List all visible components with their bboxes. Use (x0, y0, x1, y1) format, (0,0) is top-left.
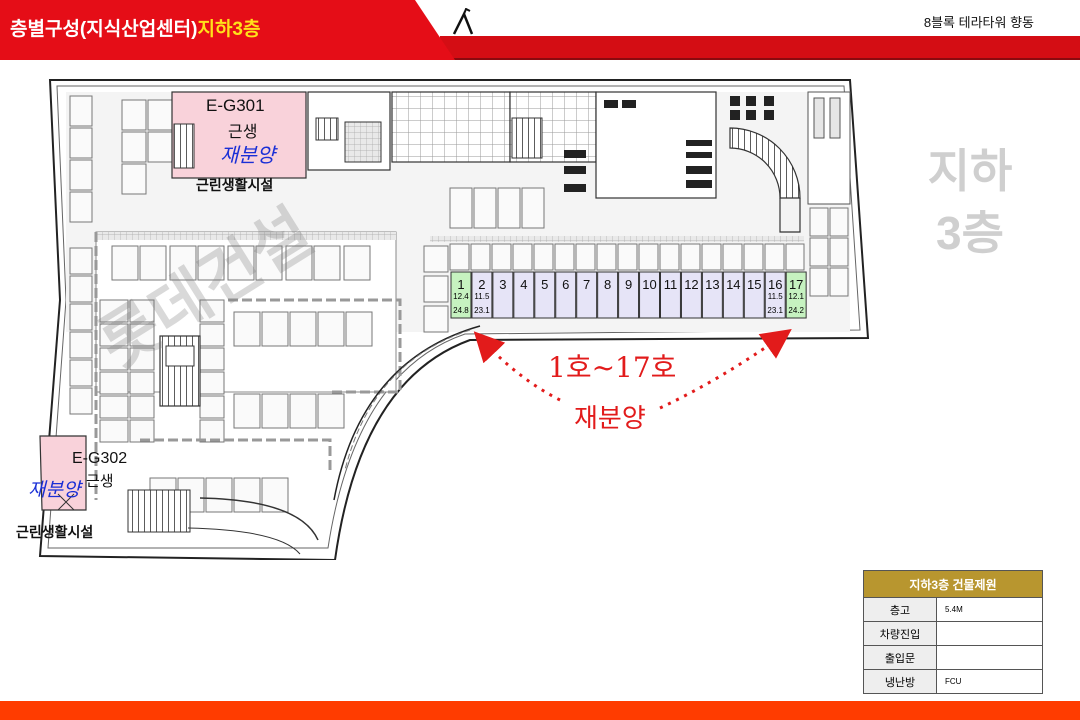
unit-7-box (576, 271, 598, 319)
spec-value (936, 645, 1043, 670)
page-title-floor: 지하3층 (197, 19, 261, 40)
spec-label: 차량진입 (863, 621, 937, 646)
shop-e-g302-caption: 근린생활시설 (16, 524, 94, 540)
north-arrow-icon (452, 8, 474, 35)
floor-label-line2: 3층 (936, 207, 1004, 259)
unit-15-box (743, 271, 765, 319)
unit-2-number: 2 (478, 277, 485, 292)
unit-16-area-a: 11.5 (768, 292, 784, 301)
unit-9-number: 9 (625, 277, 632, 292)
unit-2-box (471, 271, 493, 319)
unit-5-box (534, 271, 556, 319)
unit-1-area-b: 24.8 (453, 306, 469, 315)
shop-e-g301-use: 근생 (228, 124, 258, 141)
header-rule (430, 58, 1080, 60)
unit-5-number: 5 (541, 277, 548, 292)
unit-10-box (639, 271, 660, 319)
unit-8-box (597, 271, 619, 319)
unit-6-number: 6 (562, 277, 569, 292)
shop-e-g301-note: 재분양 (220, 145, 276, 167)
unit-11-number: 11 (664, 277, 678, 292)
unit-2-area-a: 11.5 (474, 292, 490, 301)
unit-2-area-b: 23.1 (474, 306, 490, 315)
parking-row-upper (423, 187, 805, 333)
table-row: 출입문 (863, 645, 1043, 670)
shop-e-g302-code: E-G302 (72, 450, 128, 467)
annotation-arrow-left (473, 331, 561, 402)
header-band (440, 36, 1080, 60)
floor-label-line1: 지하 (927, 145, 1013, 197)
unit-4-box (513, 271, 535, 319)
table-row: 차량진입 (863, 621, 1043, 646)
parking-column-left (69, 247, 225, 443)
spec-label: 층고 (863, 597, 937, 622)
unit-13-number: 13 (705, 277, 719, 292)
shop-e-g302-area (39, 435, 87, 511)
vehicle-ramp (127, 489, 191, 533)
unit-1-number: 1 (457, 277, 464, 292)
unit-15-number: 15 (747, 277, 761, 292)
page-title: 층별구성(지식산업센터)지하3층 (10, 14, 260, 41)
unit-16-box (764, 271, 786, 319)
unit-14-number: 14 (726, 277, 740, 292)
unit-17-number: 17 (789, 277, 803, 292)
unit-14-box (722, 271, 744, 319)
unit-16-number: 16 (768, 277, 782, 292)
spec-value: FCU (936, 669, 1043, 694)
annotation-note: 재분양 (574, 403, 646, 433)
page-title-prefix: 층별구성(지식산업센터) (10, 19, 198, 40)
floor-watermark-label: 지하 3층 (905, 140, 1035, 264)
spec-table-title: 지하3층 건물제원 (863, 570, 1043, 598)
table-row: 냉난방 FCU (863, 669, 1043, 694)
annotation-range: 1호~17호 (548, 351, 677, 384)
unit-10-number: 10 (642, 277, 656, 292)
mechanical-room-1 (391, 91, 511, 163)
unit-3-box (492, 271, 514, 319)
unit-8-number: 8 (604, 277, 611, 292)
unit-3-number: 3 (499, 277, 506, 292)
shop-e-g301-caption: 근린생활시설 (196, 177, 274, 193)
building-name: 8블록 테라타워 향동 (923, 15, 1034, 30)
unit-17-area-a: 12.1 (788, 292, 804, 301)
unit-1-area-a: 12.4 (453, 292, 469, 301)
unit-7-number: 7 (583, 277, 590, 292)
spec-value: 5.4M (936, 597, 1043, 622)
spec-value (936, 621, 1043, 646)
unit-1-box (450, 271, 472, 319)
spec-label: 출입문 (863, 645, 937, 670)
unit-12-box (680, 271, 702, 319)
unit-17-box (785, 271, 807, 319)
unit-16-area-b: 23.1 (767, 306, 783, 315)
shop-e-g302-use: 근생 (86, 473, 114, 490)
spec-label: 냉난방 (863, 669, 937, 694)
unit-6-box (555, 271, 577, 319)
footer-band (0, 701, 1080, 720)
annotation-arrow-right (659, 329, 792, 410)
unit-17-area-b: 24.2 (788, 306, 804, 315)
shop-e-g301-code: E-G301 (206, 96, 265, 115)
header-title-banner (0, 0, 455, 60)
parking-column-top (69, 95, 173, 223)
shop-e-g302-note: 재분양 (28, 480, 81, 501)
table-row: 층고 5.4M (863, 597, 1043, 622)
building-spec-table: 지하3층 건물제원 층고 5.4M 차량진입 출입문 냉난방 FCU (863, 570, 1043, 694)
unit-11-box (660, 271, 681, 319)
unit-9-box (618, 271, 640, 319)
unit-4-number: 4 (520, 277, 527, 292)
unit-12-number: 12 (684, 277, 698, 292)
unit-13-box (701, 271, 723, 319)
